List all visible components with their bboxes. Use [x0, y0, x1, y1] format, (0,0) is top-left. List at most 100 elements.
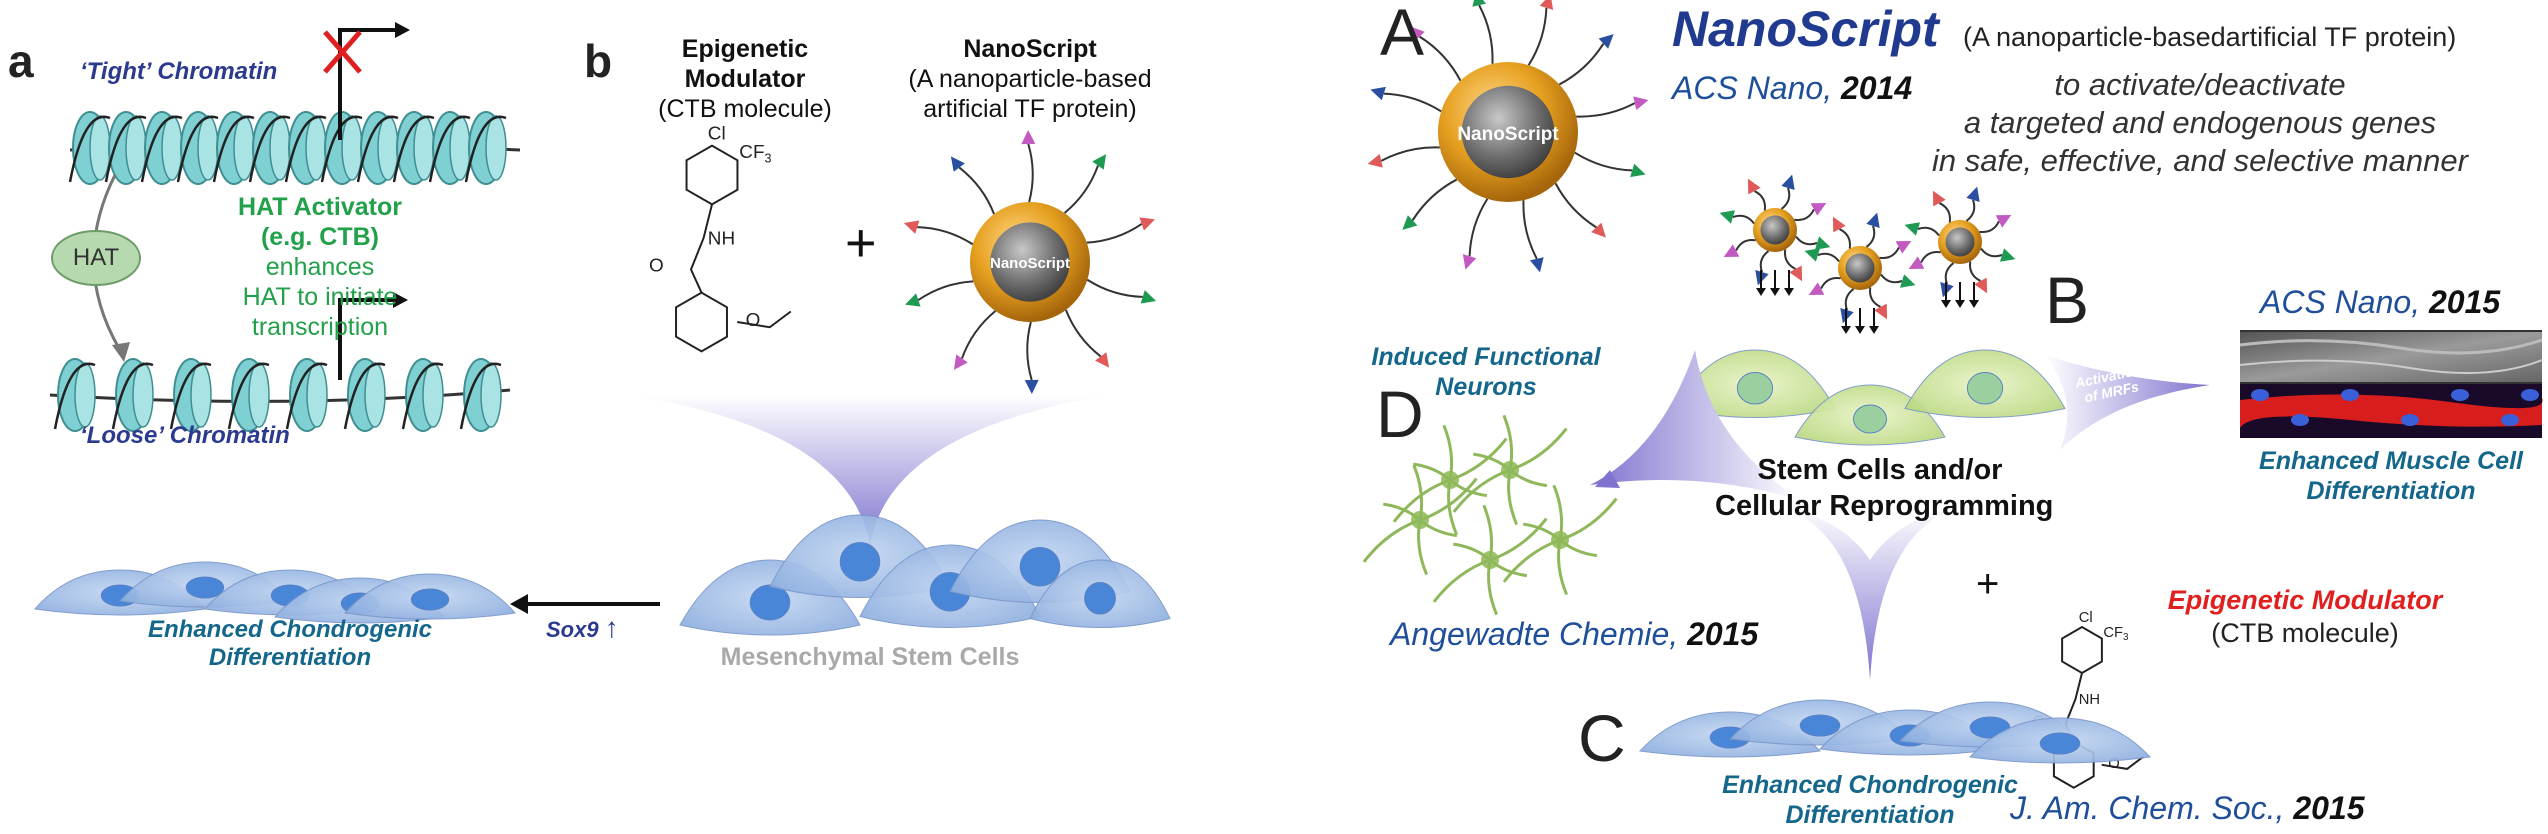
ligand — [1554, 182, 1606, 238]
msc-label: Mesenchymal Stem Cells — [720, 643, 1020, 671]
nucleosome-tight — [284, 111, 327, 185]
ligand — [1367, 146, 1440, 168]
chondrocyte — [344, 573, 516, 620]
nanoscript-title: NanoScript — [1672, 1, 1939, 57]
muscle-micrograph — [2239, 330, 2543, 438]
nucleosome-loose — [343, 358, 386, 432]
plus-b: + — [845, 213, 877, 273]
panel-letter-b: b — [584, 35, 613, 87]
neurons-label: Induced Functional Neurons — [1366, 342, 1606, 402]
nucleosome-tight — [356, 111, 399, 185]
mesenchymal-cells — [679, 514, 1171, 636]
ligand — [1904, 222, 1940, 237]
ligand — [1522, 200, 1544, 273]
ligand — [953, 310, 997, 370]
neurons-line2: Neurons — [1435, 373, 1537, 401]
panel-letter-A: A — [1380, 0, 1425, 69]
tight-chromatin-label: ‘Tight’ Chromatin — [80, 58, 278, 85]
loose-chromatin — [49, 358, 511, 432]
ligand — [1410, 26, 1462, 82]
ligand — [1865, 212, 1880, 248]
ligand — [1723, 239, 1756, 258]
ligand — [1979, 214, 2012, 233]
chondrocyte — [1968, 717, 2152, 764]
small-nanoparticle — [1719, 174, 1831, 296]
nucleosome-tight — [140, 111, 183, 185]
nucleosome-tight — [248, 111, 291, 185]
amide-chain — [689, 204, 713, 294]
ref-acs-nano-2014: ACS Nano, 2014 — [1672, 70, 1912, 107]
ethoxy-chain — [737, 310, 792, 329]
ligand — [1780, 174, 1795, 210]
small-nanoparticle — [1804, 212, 1916, 334]
green-stem-cell — [1674, 349, 1836, 418]
center-line1: Stem Cells and/or — [1757, 454, 2003, 486]
green-stem-cells — [1674, 349, 2066, 446]
atom-nh: NH — [2079, 692, 2100, 708]
ref-jacs-2015: J. Am. Chem. Soc., 2015 — [2010, 790, 2365, 827]
ligand — [1065, 309, 1110, 368]
ligand — [1063, 154, 1107, 214]
nucleosome-loose — [227, 358, 270, 432]
modulator-b-line1: Epigenetic — [681, 35, 809, 63]
ref-c-year: 2015 — [2293, 790, 2365, 826]
nucleosome-loose — [169, 358, 212, 432]
atom-o-carbonyl: O — [649, 256, 664, 277]
nanoscript-title-b: NanoScript (A nanoparticle-based artific… — [890, 34, 1170, 124]
ligand — [1558, 34, 1614, 86]
hat-activator-line3: enhances — [265, 253, 375, 281]
green-stem-cell — [1904, 349, 2066, 418]
neuron — [1432, 504, 1548, 616]
nucleosome-loose — [111, 358, 154, 432]
core — [1461, 85, 1555, 179]
ligand — [1086, 278, 1157, 304]
hat-activator-line4: HAT to initiate — [242, 283, 398, 311]
atom-cf3: CF3 — [2103, 625, 2129, 643]
mesenchymal-cell — [1029, 559, 1171, 628]
ligand — [1980, 247, 2016, 262]
nucleosome-tight — [320, 111, 363, 185]
ligand — [1783, 249, 1803, 282]
chondrocyte-cells-a — [34, 561, 516, 624]
nucleosome-loose — [53, 358, 96, 432]
atom-cl: Cl — [2079, 610, 2093, 626]
nanoscript-b-title: NanoScript — [963, 35, 1097, 63]
ligand — [1968, 261, 1988, 294]
ligand — [1808, 277, 1841, 296]
sox9-label: Sox9 ↑ — [546, 612, 619, 644]
ligand — [1880, 273, 1916, 288]
ref-angew-2015: Angewadte Chemie, 2015 — [1390, 616, 1758, 653]
ligand — [1795, 235, 1831, 250]
ref-c-journal: J. Am. Chem. Soc., — [2010, 790, 2285, 826]
nanoscript-particle-main: NanoScript — [1367, 0, 1649, 273]
nucleosome-loose — [285, 358, 328, 432]
muscle-nucleus — [2251, 389, 2269, 401]
center-label: Stem Cells and/or Cellular Reprogramming — [1715, 452, 2053, 524]
panel-letter-a: a — [8, 35, 34, 87]
neuron — [1392, 424, 1508, 536]
neuron-cluster — [1362, 414, 1618, 616]
ligand — [1402, 178, 1458, 230]
neuron — [1452, 414, 1568, 526]
ligand — [903, 220, 974, 246]
hat-ellipse — [51, 230, 141, 286]
upper-ring — [2061, 625, 2103, 675]
upper-ring — [685, 144, 739, 206]
plus-right: + — [1976, 562, 2000, 606]
chondro-a-line1: Enhanced Chondrogenic — [147, 616, 432, 643]
ligand — [1965, 186, 1980, 222]
nanoscript-main-label: NanoScript — [1457, 124, 1559, 145]
ligand — [1932, 190, 1952, 223]
ref-acs-nano-2015: ACS Nano, 2015 — [2260, 284, 2500, 321]
ref-b-journal: ACS Nano, — [2260, 284, 2421, 320]
ligand — [1021, 130, 1036, 203]
ligand — [1527, 0, 1554, 66]
funnel-to-neurons — [1590, 350, 1800, 500]
lower-ring — [675, 291, 728, 353]
ref-a-journal: ACS Nano, — [1672, 70, 1833, 106]
ligand — [1370, 86, 1442, 113]
nucleosome-loose — [401, 358, 444, 432]
ligand — [1576, 96, 1649, 118]
